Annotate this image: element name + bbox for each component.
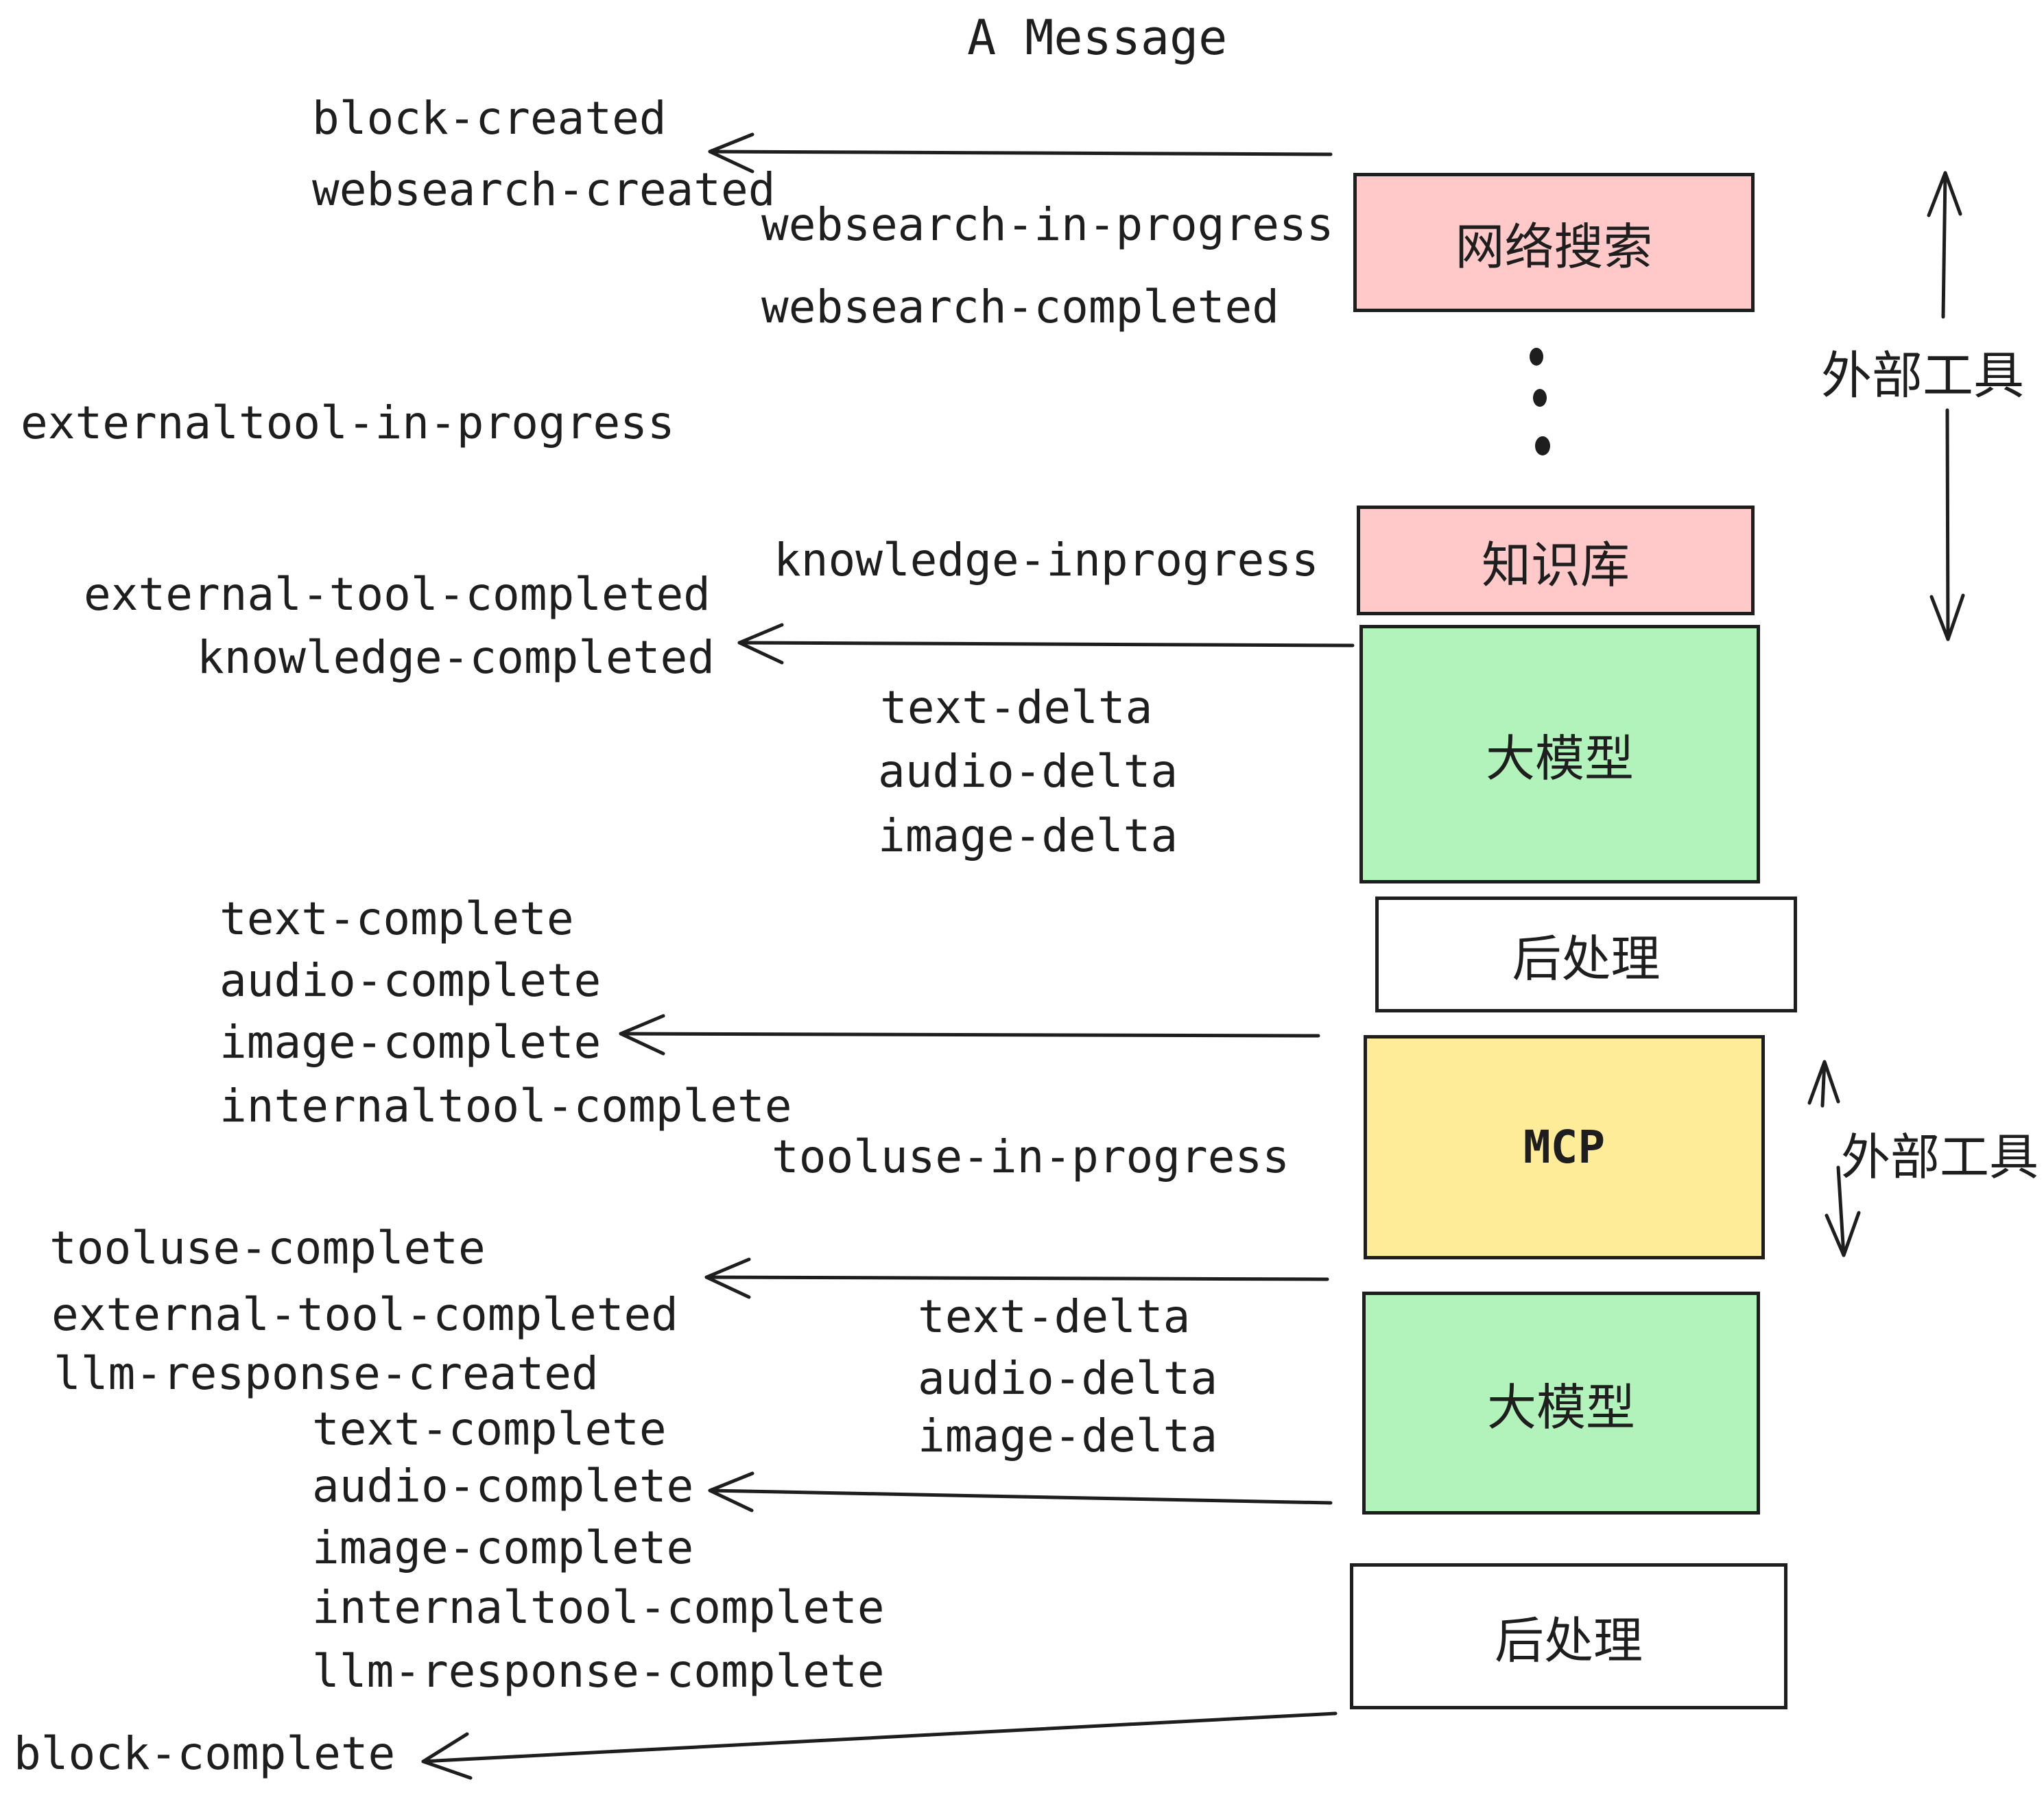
stage-box-llm-2: 大模型 [1362,1292,1760,1515]
arrow-to-knowledge-completed [737,623,1355,665]
event-audio-delta-2: audio-delta [918,1352,1218,1405]
left-arrow-icon [421,1732,473,1780]
stage-box-websearch: 网络搜索 [1353,173,1755,312]
event-knowledge-completed: knowledge-completed [197,631,715,684]
event-text-delta-1: text-delta [880,681,1153,734]
external-tool-span-top-up-arrow [1927,171,1962,319]
event-text-delta-2: text-delta [918,1290,1191,1343]
stage-box-postprocess-2: 后处理 [1350,1563,1787,1709]
event-audio-complete-2: audio-complete [312,1460,694,1512]
event-websearch-in-progress: websearch-in-progress [761,198,1334,251]
left-arrow-icon [737,623,784,665]
stage-label-knowledge: 知识库 [1481,538,1630,593]
event-audio-delta-1: audio-delta [878,745,1178,798]
event-tooluse-in-progress: tooluse-in-progress [772,1130,1290,1183]
left-arrow-icon [619,1014,665,1056]
event-websearch-created: websearch-created [312,163,776,216]
arrow-to-block-complete [421,1711,1338,1780]
external-tool-span-top-label: 外部工具 [1821,347,2024,404]
left-arrow-icon [704,1257,751,1299]
event-websearch-completed: websearch-completed [761,281,1279,333]
event-text-complete-1: text-complete [219,892,574,945]
event-llm-response-created: llm-response-created [54,1347,599,1400]
event-image-complete-2: image-complete [312,1521,694,1574]
event-audio-complete-1: audio-complete [219,954,602,1007]
event-internaltool-complete-1: internaltool-complete [219,1080,792,1132]
stage-box-postprocess-1: 后处理 [1375,897,1797,1012]
event-text-complete-2: text-complete [312,1403,667,1456]
event-image-complete-1: image-complete [219,1016,602,1069]
stage-box-knowledge: 知识库 [1357,506,1755,615]
left-arrow-icon [708,1471,754,1512]
event-block-created: block-created [312,92,667,145]
event-llm-response-complete: llm-response-complete [312,1645,885,1698]
event-internaltool-complete-2: internaltool-complete [312,1581,885,1634]
arrow-to-image-complete [619,1014,1320,1056]
arrow-to-block-created [708,132,1333,174]
vertical-ellipsis-dots-icon [1530,348,1550,455]
stage-label-websearch: 网络搜索 [1455,220,1653,275]
down-arrow-icon [1929,593,1965,641]
event-image-delta-1: image-delta [878,809,1178,862]
stage-label-llm-1: 大模型 [1485,732,1634,787]
external-tool-span-top-down-arrow [1929,408,1965,641]
stage-label-mcp: MCP [1523,1121,1606,1174]
event-image-delta-2: image-delta [918,1410,1218,1462]
event-block-complete: block-complete [14,1727,396,1780]
external-tool-span-mcp-label: 外部工具 [1841,1130,2039,1185]
event-external-tool-completed-1: external-tool-completed [84,568,711,621]
stage-label-llm-2: 大模型 [1486,1381,1635,1436]
up-arrow-icon [1807,1060,1840,1105]
event-tooluse-complete: tooluse-complete [49,1222,486,1274]
down-arrow-icon [1825,1211,1861,1257]
stage-box-llm-1: 大模型 [1359,625,1760,883]
arrow-to-audio-complete [708,1471,1333,1512]
stage-box-mcp: MCP [1364,1035,1765,1259]
event-external-tool-completed-2: external-tool-completed [51,1288,678,1341]
up-arrow-icon [1927,171,1962,217]
stage-label-postprocess-1: 后处理 [1512,932,1661,987]
external-tool-span-mcp-up-arrow [1807,1060,1840,1108]
event-externaltool-in-progress: externaltool-in-progress [21,396,675,449]
event-knowledge-inprogress: knowledge-inprogress [774,534,1319,586]
stage-label-postprocess-2: 后处理 [1494,1614,1643,1669]
diagram-title: A Message [967,10,1228,66]
